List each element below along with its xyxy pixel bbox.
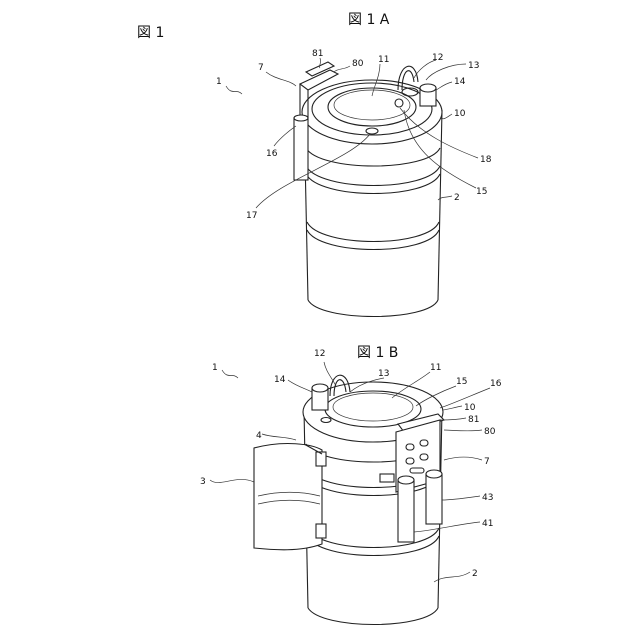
label-1a-80: 80 <box>352 59 364 69</box>
label-1b-13: 13 <box>378 369 389 379</box>
label-1a-13: 13 <box>468 61 479 71</box>
label-1b-12: 12 <box>314 349 325 359</box>
label-1b-4: 4 <box>256 431 262 441</box>
label-1a-15: 15 <box>476 187 487 197</box>
label-1b-81: 81 <box>468 415 479 425</box>
label-1b-16: 16 <box>490 379 502 389</box>
label-1a-18: 18 <box>480 155 492 165</box>
label-1a-7: 7 <box>258 63 264 73</box>
label-1a-12: 12 <box>432 53 443 63</box>
label-1b-80: 80 <box>484 427 496 437</box>
label-1a-1: 1 <box>216 77 222 87</box>
label-1a-16: 16 <box>266 149 278 159</box>
label-1a-17: 17 <box>246 211 257 221</box>
label-1a-14: 14 <box>454 77 466 87</box>
figure-1a-title: 図 1 A <box>348 12 390 28</box>
label-1a-11: 11 <box>378 55 389 65</box>
label-1b-1: 1 <box>212 363 218 373</box>
label-1a-2: 2 <box>454 193 460 203</box>
label-1b-7: 7 <box>484 457 490 467</box>
label-1b-14: 14 <box>274 375 286 385</box>
label-1a-81: 81 <box>312 49 323 59</box>
figure-title: 図 1 <box>137 25 164 41</box>
label-1b-15: 15 <box>456 377 467 387</box>
label-1b-2: 2 <box>472 569 478 579</box>
figure-1b-title: 図 1 B <box>357 345 398 361</box>
label-1b-43: 43 <box>482 493 493 503</box>
label-1b-41: 41 <box>482 519 493 529</box>
figure-1b-drawing <box>254 375 444 624</box>
label-1a-10: 10 <box>454 109 466 119</box>
figure-1a-drawing <box>294 62 442 317</box>
label-1b-11: 11 <box>430 363 441 373</box>
label-1b-3: 3 <box>200 477 206 487</box>
label-1b-10: 10 <box>464 403 476 413</box>
